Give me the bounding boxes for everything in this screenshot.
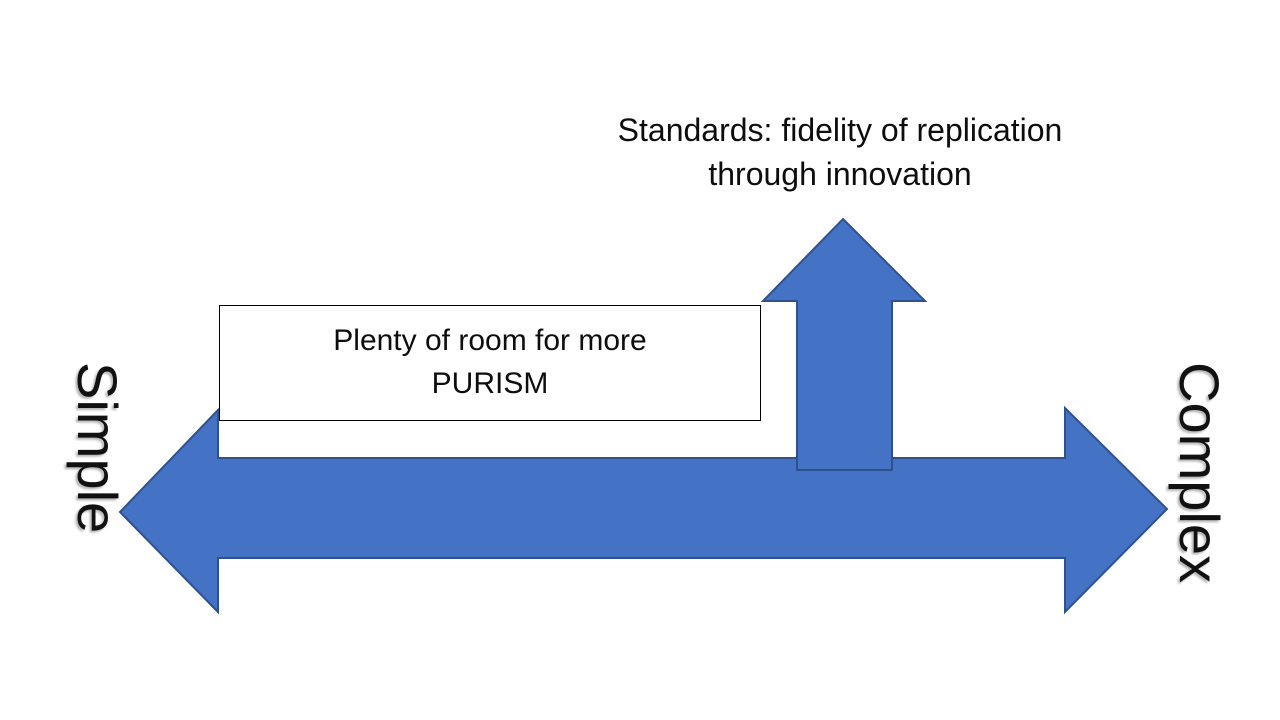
up-arrow-shape <box>760 217 928 471</box>
purism-callout-text: Plenty of room for more PURISM <box>333 324 647 400</box>
purism-callout-box: Plenty of room for more PURISM <box>219 305 761 421</box>
axis-label-simple: Simple <box>66 362 129 534</box>
left-right-arrow-shape <box>118 405 1169 615</box>
standards-caption: Standards: fidelity of replication throu… <box>617 112 1063 193</box>
axis-label-complex: Complex <box>1168 362 1231 583</box>
